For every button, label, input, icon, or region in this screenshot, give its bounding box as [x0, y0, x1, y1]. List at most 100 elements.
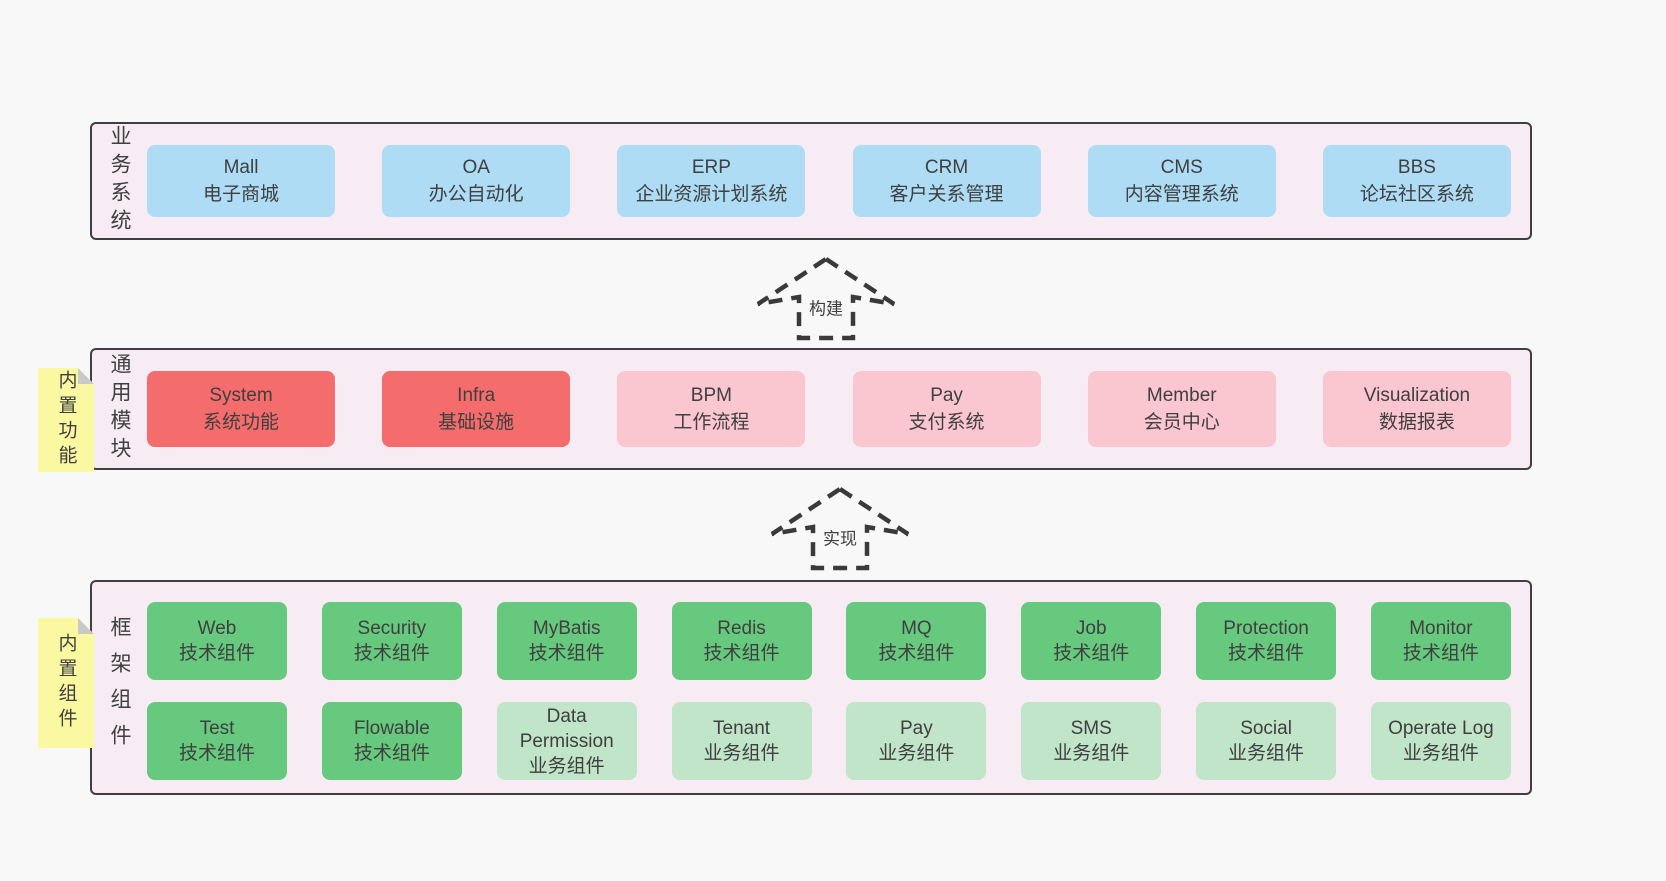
box-title: Operate Log: [1388, 718, 1494, 739]
components-row-2: Test 技术组件 Flowable 技术组件 Data Permission …: [147, 702, 1511, 780]
business-boxes-row: Mall 电子商城 OA 办公自动化 ERP 企业资源计划系统 CRM 客户关系…: [147, 145, 1511, 217]
box-title: Tenant: [713, 718, 771, 739]
layer-label-components: 框架组件: [108, 615, 131, 760]
box-pay-module: Pay 支付系统: [852, 371, 1041, 447]
layer-common-modules: 通用模块 System 系统功能 Infra 基础设施 BPM 工作流程 Pay…: [90, 348, 1532, 470]
box-data-permission: Data Permission 业务组件: [496, 702, 637, 780]
box-title: Mall: [223, 157, 259, 178]
box-subtitle: 数据报表: [1378, 412, 1455, 433]
box-bbs: BBS 论坛社区系统: [1322, 145, 1511, 217]
box-tenant: Tenant 业务组件: [671, 702, 812, 780]
box-test: Test 技术组件: [147, 702, 287, 780]
box-subtitle: 办公自动化: [428, 184, 524, 205]
box-oa: OA 办公自动化: [382, 145, 571, 217]
box-title: CMS: [1160, 157, 1203, 178]
box-subtitle: 系统功能: [202, 412, 279, 433]
box-subtitle: 业务组件: [1053, 743, 1130, 764]
box-title: Protection: [1223, 618, 1309, 639]
layer-label-business: 业务系统: [108, 125, 131, 237]
box-protection: Protection 技术组件: [1196, 602, 1337, 680]
box-subtitle: 会员中心: [1143, 412, 1220, 433]
box-subtitle: 业务组件: [1402, 743, 1479, 764]
box-title: BBS: [1397, 157, 1436, 178]
box-monitor: Monitor 技术组件: [1370, 602, 1511, 680]
box-subtitle: 业务组件: [878, 743, 955, 764]
box-title: Visualization: [1363, 385, 1471, 406]
implement-arrow-label: 实现: [821, 524, 859, 550]
sticky-note-builtin-functions: 内置功能: [38, 368, 94, 472]
build-arrow: 构建: [756, 257, 896, 341]
box-member: Member 会员中心: [1087, 371, 1276, 447]
box-title: Flowable: [353, 718, 430, 739]
box-title: Test: [199, 718, 235, 739]
box-subtitle: 技术组件: [178, 643, 255, 664]
box-title: OA: [462, 157, 490, 178]
sticky-note-text: 内置功能: [55, 370, 77, 470]
box-subtitle: 业务组件: [703, 743, 780, 764]
layer-business-systems: 业务系统 Mall 电子商城 OA 办公自动化 ERP 企业资源计划系统 CRM…: [90, 122, 1532, 240]
box-subtitle: 技术组件: [528, 643, 605, 664]
box-subtitle: 业务组件: [1228, 743, 1305, 764]
sticky-note-builtin-components: 内置组件: [38, 618, 94, 748]
box-subtitle: 业务组件: [528, 755, 605, 777]
box-sms: SMS 业务组件: [1021, 702, 1162, 780]
box-web: Web 技术组件: [147, 602, 287, 680]
box-title: ERP: [691, 157, 731, 178]
box-title: Pay: [900, 718, 933, 739]
box-subtitle: 工作流程: [673, 412, 750, 433]
box-mybatis: MyBatis 技术组件: [496, 602, 637, 680]
box-subtitle: 客户关系管理: [889, 184, 1004, 205]
box-subtitle: 技术组件: [353, 643, 430, 664]
layer-label-modules: 通用模块: [108, 353, 131, 465]
box-title: MQ: [901, 618, 932, 639]
layer-framework-components: 框架组件 Web 技术组件 Security 技术组件 MyBatis 技术组件…: [90, 580, 1532, 795]
box-title: Pay: [930, 385, 963, 406]
box-subtitle: 论坛社区系统: [1359, 184, 1474, 205]
implement-arrow: 实现: [770, 487, 910, 571]
box-title: System: [209, 385, 273, 406]
box-subtitle: 技术组件: [1402, 643, 1479, 664]
box-subtitle: 技术组件: [878, 643, 955, 664]
box-mall: Mall 电子商城: [147, 145, 335, 217]
box-job: Job 技术组件: [1021, 602, 1162, 680]
box-subtitle: 技术组件: [1228, 643, 1305, 664]
box-subtitle: 技术组件: [353, 743, 430, 764]
box-subtitle: 技术组件: [1053, 643, 1130, 664]
box-social: Social 业务组件: [1196, 702, 1337, 780]
box-subtitle: 内容管理系统: [1124, 184, 1239, 205]
box-subtitle: 电子商城: [202, 184, 279, 205]
box-title: Infra: [457, 385, 496, 406]
box-title: CRM: [924, 157, 969, 178]
box-title: Job: [1075, 618, 1107, 639]
box-title: Social: [1240, 718, 1292, 739]
box-mq: MQ 技术组件: [846, 602, 987, 680]
box-cms: CMS 内容管理系统: [1087, 145, 1276, 217]
box-title: Security: [357, 618, 427, 639]
up-arrow-icon: [756, 257, 896, 341]
box-title: SMS: [1070, 718, 1112, 739]
box-title: Member: [1146, 385, 1217, 406]
box-security: Security 技术组件: [321, 602, 462, 680]
box-title: Data Permission: [519, 705, 614, 752]
box-redis: Redis 技术组件: [671, 602, 812, 680]
box-system: System 系统功能: [147, 371, 335, 447]
box-subtitle: 技术组件: [178, 743, 255, 764]
box-crm: CRM 客户关系管理: [852, 145, 1041, 217]
box-visualization: Visualization 数据报表: [1322, 371, 1511, 447]
build-arrow-label: 构建: [807, 294, 845, 320]
box-bpm: BPM 工作流程: [617, 371, 806, 447]
up-arrow-icon: [770, 487, 910, 571]
box-flowable: Flowable 技术组件: [321, 702, 462, 780]
box-title: Monitor: [1409, 618, 1473, 639]
box-title: Redis: [717, 618, 766, 639]
box-subtitle: 企业资源计划系统: [635, 184, 788, 205]
box-erp: ERP 企业资源计划系统: [617, 145, 806, 217]
sticky-note-text: 内置组件: [55, 633, 77, 733]
components-row-1: Web 技术组件 Security 技术组件 MyBatis 技术组件 Redi…: [147, 602, 1511, 680]
box-subtitle: 基础设施: [438, 412, 515, 433]
box-title: BPM: [690, 385, 732, 406]
modules-boxes-row: System 系统功能 Infra 基础设施 BPM 工作流程 Pay 支付系统…: [147, 371, 1511, 447]
box-pay-component: Pay 业务组件: [846, 702, 987, 780]
box-title: Web: [197, 618, 237, 639]
